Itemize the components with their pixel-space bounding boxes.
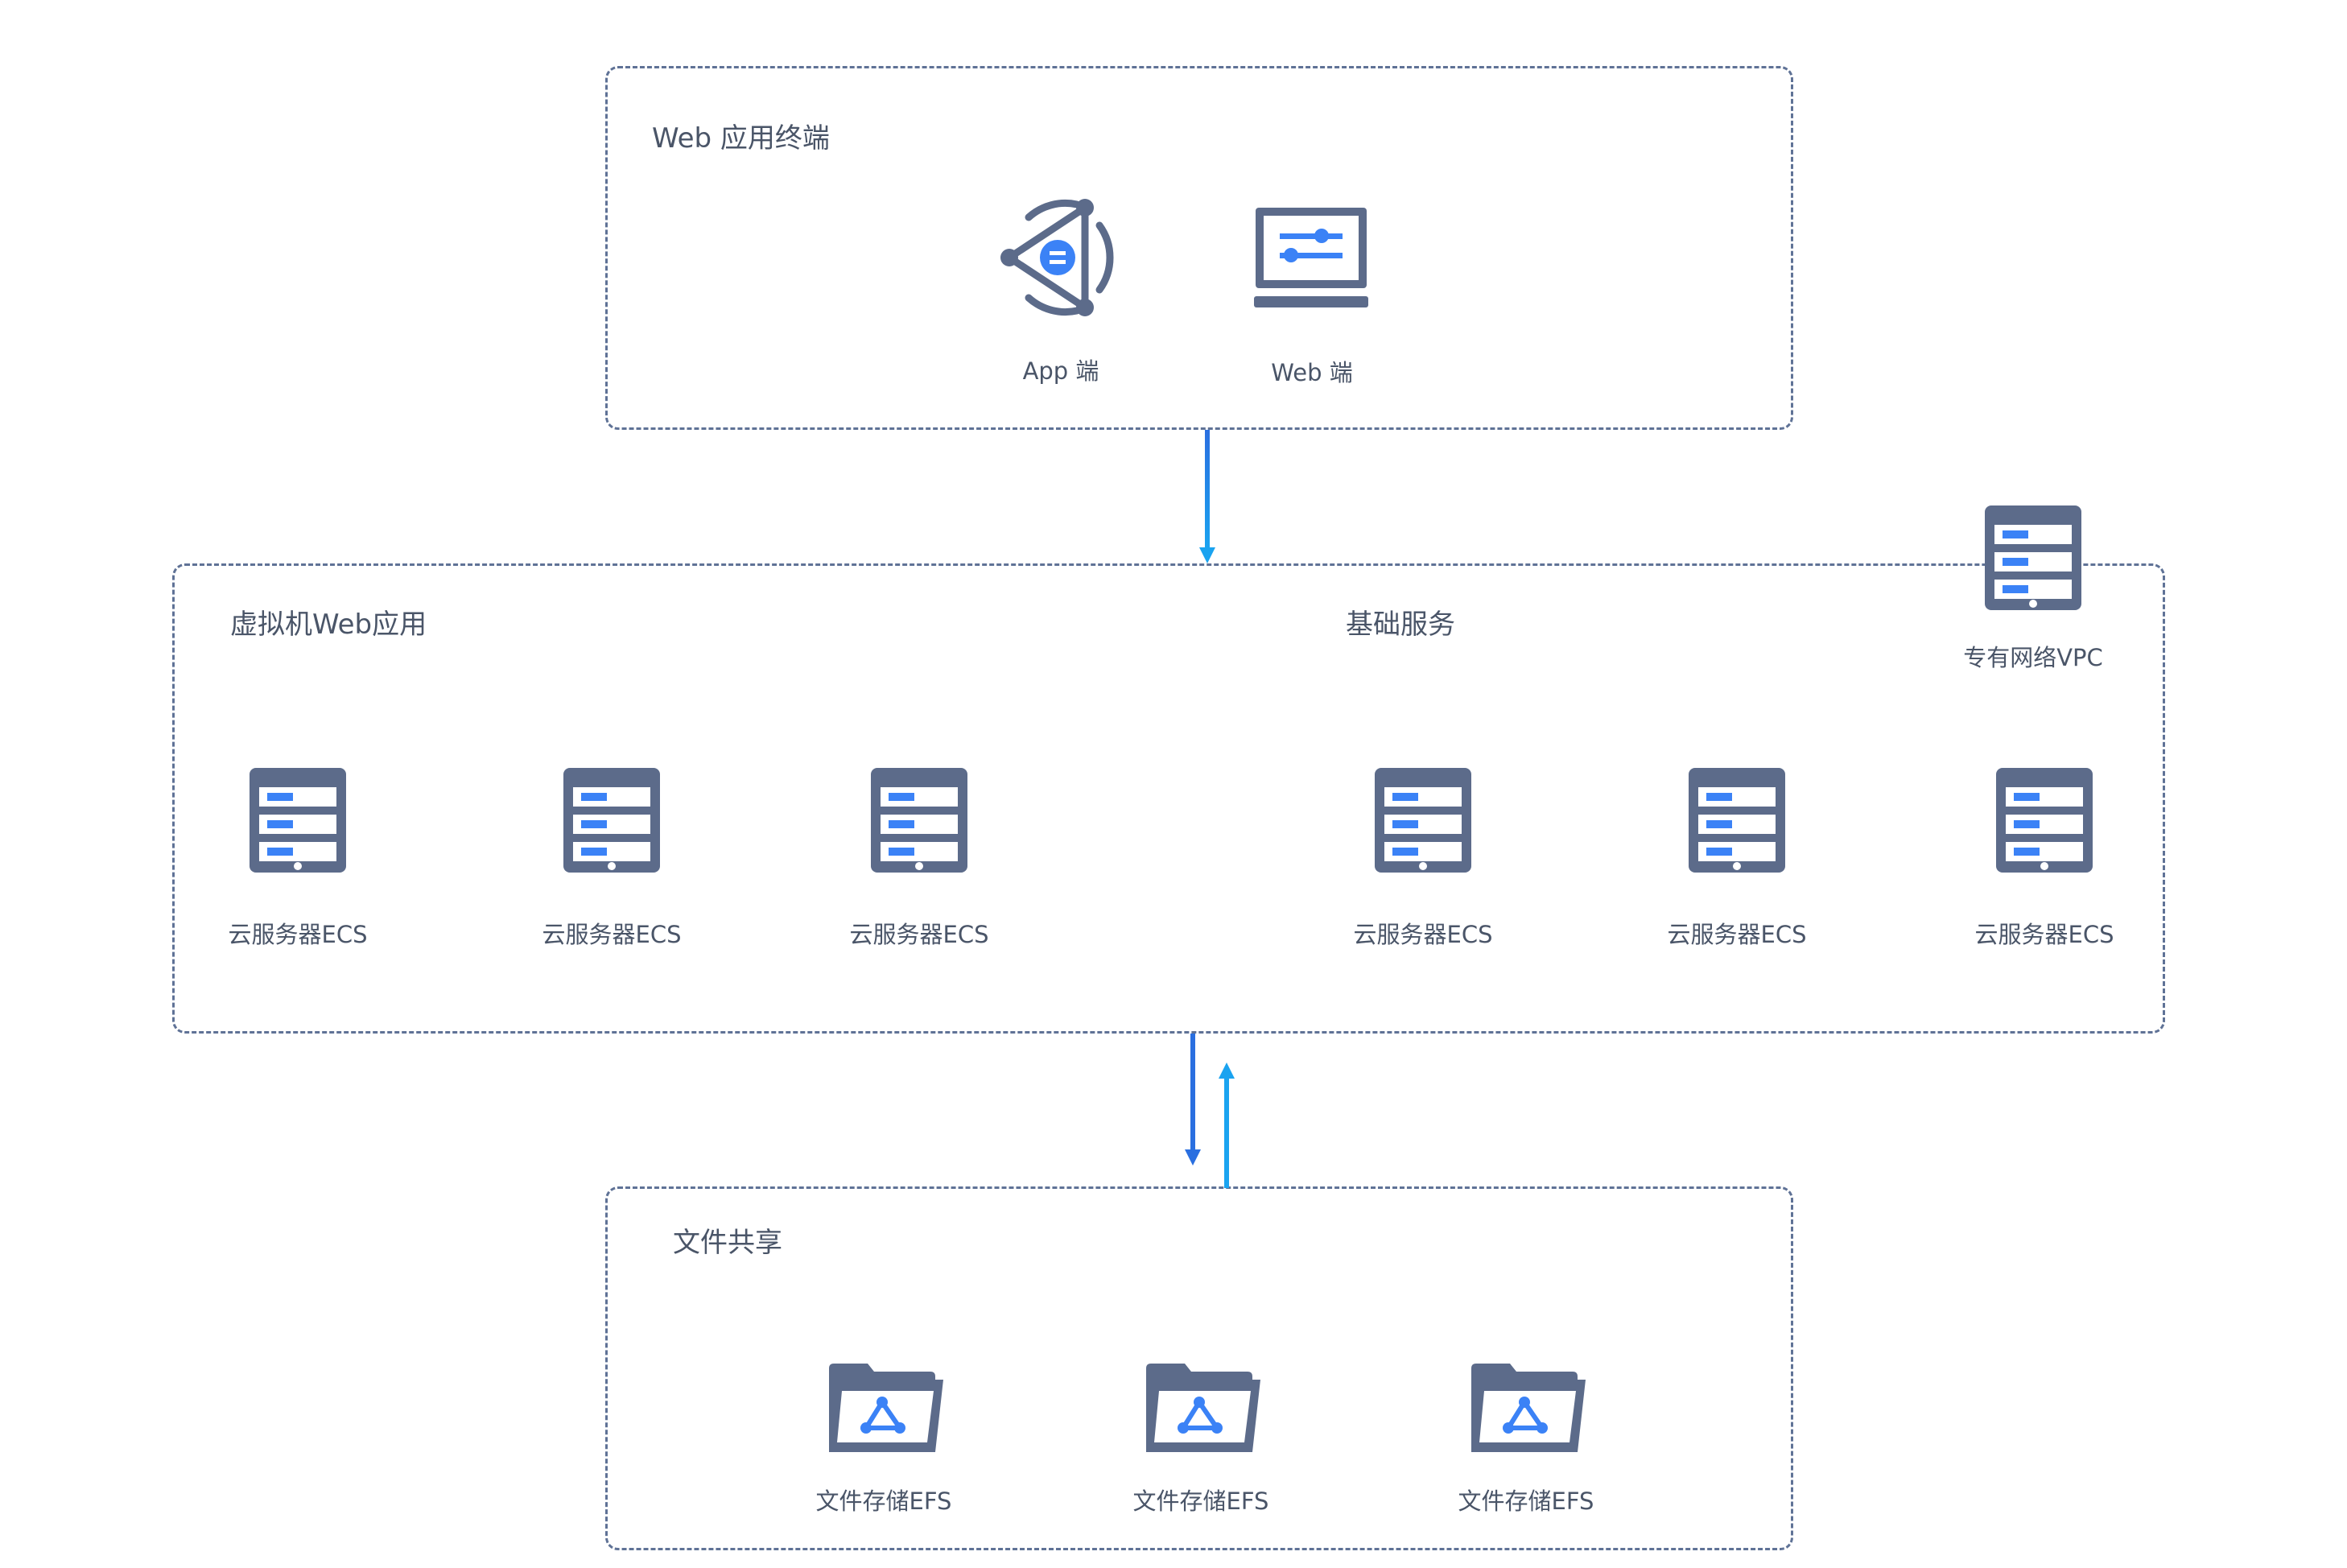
- server-icon: [250, 768, 346, 873]
- base-server-node-1[interactable]: 云服务器ECS: [1318, 766, 1528, 959]
- vm-server-label-3: 云服务器ECS: [849, 921, 989, 948]
- web-terminal-label: Web 端: [1271, 359, 1353, 386]
- folder-share-icon: [829, 1364, 943, 1452]
- app-terminal-label: App 端: [1022, 357, 1099, 385]
- efs-node-2[interactable]: 文件存储EFS: [1096, 1360, 1305, 1529]
- web-monitor-icon: [1254, 208, 1368, 307]
- base-server-label-3: 云服务器ECS: [1974, 921, 2114, 948]
- efs-node-3[interactable]: 文件存储EFS: [1421, 1360, 1631, 1529]
- file-share-title: 文件共享: [673, 1227, 782, 1259]
- vpc-label: 专有网络VPC: [1963, 644, 2103, 671]
- vm-server-label-1: 云服务器ECS: [228, 921, 368, 948]
- arrow-fileshare-to-vpc: [1219, 1063, 1235, 1188]
- file-share-group: [605, 1186, 1793, 1550]
- arrow-vpc-to-fileshare: [1185, 1034, 1201, 1166]
- base-server-label-1: 云服务器ECS: [1353, 921, 1493, 948]
- server-icon: [1375, 768, 1471, 873]
- efs-label-1: 文件存储EFS: [815, 1488, 952, 1515]
- vpc-node[interactable]: 专有网络VPC: [1928, 504, 2138, 681]
- server-icon: [871, 768, 967, 873]
- efs-node-1[interactable]: 文件存储EFS: [779, 1360, 988, 1529]
- app-terminal-icon: [1000, 199, 1114, 316]
- web-terminal-node[interactable]: Web 端: [1207, 193, 1417, 394]
- vm-server-node-2[interactable]: 云服务器ECS: [507, 766, 716, 959]
- vm-server-label-2: 云服务器ECS: [542, 921, 682, 948]
- web-terminal-title: Web 应用终端: [652, 122, 830, 155]
- base-server-node-2[interactable]: 云服务器ECS: [1632, 766, 1842, 959]
- vpc-group: [172, 563, 2165, 1034]
- base-server-label-2: 云服务器ECS: [1667, 921, 1807, 948]
- efs-label-3: 文件存储EFS: [1458, 1488, 1594, 1515]
- base-server-node-3[interactable]: 云服务器ECS: [1940, 766, 2149, 959]
- vm-web-app-title: 虚拟机Web应用: [230, 609, 427, 641]
- efs-label-2: 文件存储EFS: [1132, 1488, 1269, 1515]
- server-icon: [1985, 505, 2081, 610]
- server-icon: [563, 768, 660, 873]
- web-terminal-group: [605, 66, 1793, 430]
- base-services-title: 基础服务: [1346, 609, 1455, 641]
- server-icon: [1689, 768, 1785, 873]
- app-terminal-node[interactable]: App 端: [956, 193, 1165, 394]
- folder-share-icon: [1146, 1364, 1260, 1452]
- folder-share-icon: [1471, 1364, 1586, 1452]
- vm-server-node-1[interactable]: 云服务器ECS: [193, 766, 402, 959]
- arrow-terminal-to-vpc: [1199, 430, 1215, 563]
- vm-server-node-3[interactable]: 云服务器ECS: [815, 766, 1024, 959]
- server-icon: [1996, 768, 2093, 873]
